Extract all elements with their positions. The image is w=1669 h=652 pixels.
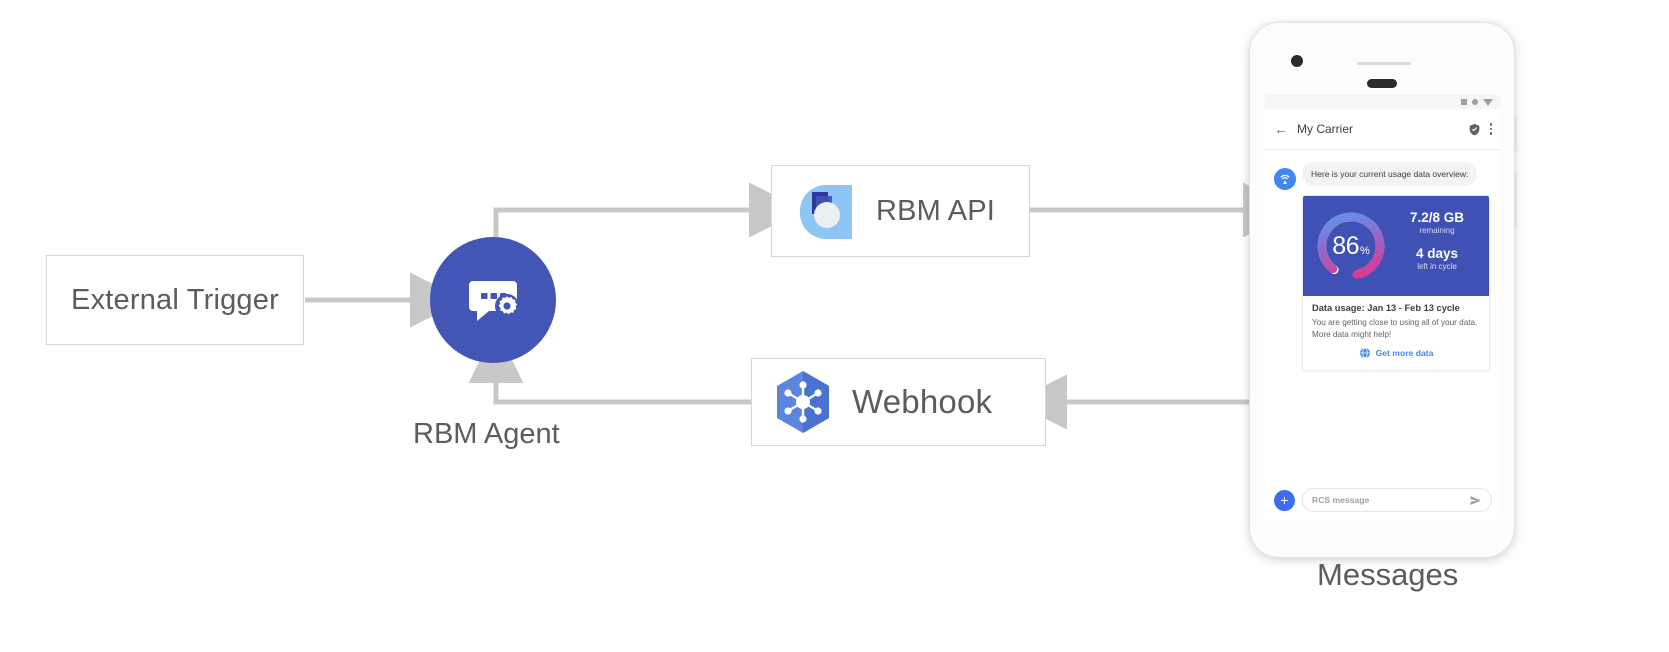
overflow-menu-icon[interactable] <box>1489 123 1492 135</box>
phone-mockup: ← My Carrier <box>1249 22 1517 558</box>
hero-stats: 7.2/8 GB remaining 4 days left in cycle <box>1395 210 1479 281</box>
chat-gear-icon <box>469 281 519 321</box>
usage-gauge: 86 % <box>1313 208 1389 284</box>
phone-speaker-line <box>1357 62 1411 65</box>
app-bar: ← My Carrier <box>1265 109 1501 150</box>
gauge-unit: % <box>1360 244 1370 257</box>
external-trigger-box[interactable]: External Trigger <box>46 255 304 345</box>
external-trigger-label: External Trigger <box>71 283 279 316</box>
message-bubble: Here is your current usage data overview… <box>1302 162 1478 187</box>
webhook-hexagon-icon <box>777 371 829 433</box>
webhook-label: Webhook <box>852 383 993 420</box>
incoming-message-row: Here is your current usage data overview… <box>1274 162 1492 190</box>
triangle-down-icon <box>1483 98 1493 106</box>
phone-power-button[interactable] <box>1514 117 1517 151</box>
cell-tower-icon <box>1274 168 1296 190</box>
phone-earpiece <box>1367 79 1397 88</box>
data-amount: 7.2/8 GB <box>1409 210 1465 226</box>
gauge-value-group: 86 % <box>1313 208 1389 284</box>
days-left-sub: left in cycle <box>1417 261 1457 271</box>
card-title: Data usage: Jan 13 - Feb 13 cycle <box>1312 303 1460 313</box>
rcs-message-placeholder: RCS message <box>1312 495 1370 505</box>
rbm-api-icon <box>800 185 852 239</box>
rbm-api-label: RBM API <box>876 194 996 227</box>
rcs-message-input[interactable]: RCS message <box>1302 488 1492 512</box>
phone-screen: ← My Carrier <box>1265 95 1501 519</box>
webhook-box[interactable]: Webhook <box>751 358 1046 446</box>
phone-volume-button[interactable] <box>1514 172 1517 226</box>
verified-shield-icon <box>1469 123 1479 135</box>
conversation-area: Here is your current usage data overview… <box>1265 150 1501 481</box>
app-bar-title: My Carrier <box>1297 122 1353 136</box>
days-left: 4 days <box>1415 246 1459 261</box>
card-hero: 86 % 7.2/8 GB remaining 4 days left in c… <box>1303 196 1489 296</box>
messages-label: Messages <box>1317 557 1459 592</box>
rbm-agent-node[interactable] <box>430 237 556 363</box>
front-camera-icon <box>1291 55 1303 67</box>
rbm-agent-label: RBM Agent <box>413 418 560 450</box>
rich-card[interactable]: 86 % 7.2/8 GB remaining 4 days left in c… <box>1302 195 1490 372</box>
status-bar <box>1265 95 1501 109</box>
back-arrow-icon[interactable]: ← <box>1274 121 1288 137</box>
plus-icon[interactable]: + <box>1274 489 1295 511</box>
message-composer: + RCS message <box>1265 481 1501 519</box>
square-icon <box>1461 99 1467 105</box>
globe-icon <box>1359 347 1370 359</box>
gauge-value: 86 <box>1332 231 1360 260</box>
card-description: You are getting close to using all of yo… <box>1312 318 1478 339</box>
circle-icon <box>1472 99 1478 105</box>
send-icon[interactable] <box>1469 494 1482 507</box>
get-more-data-button[interactable]: Get more data <box>1312 340 1480 361</box>
card-body: Data usage: Jan 13 - Feb 13 cycle You ar… <box>1303 296 1489 370</box>
rbm-api-box[interactable]: RBM API <box>771 165 1030 257</box>
get-more-data-label: Get more data <box>1375 348 1434 359</box>
data-amount-sub: remaining <box>1419 226 1455 235</box>
